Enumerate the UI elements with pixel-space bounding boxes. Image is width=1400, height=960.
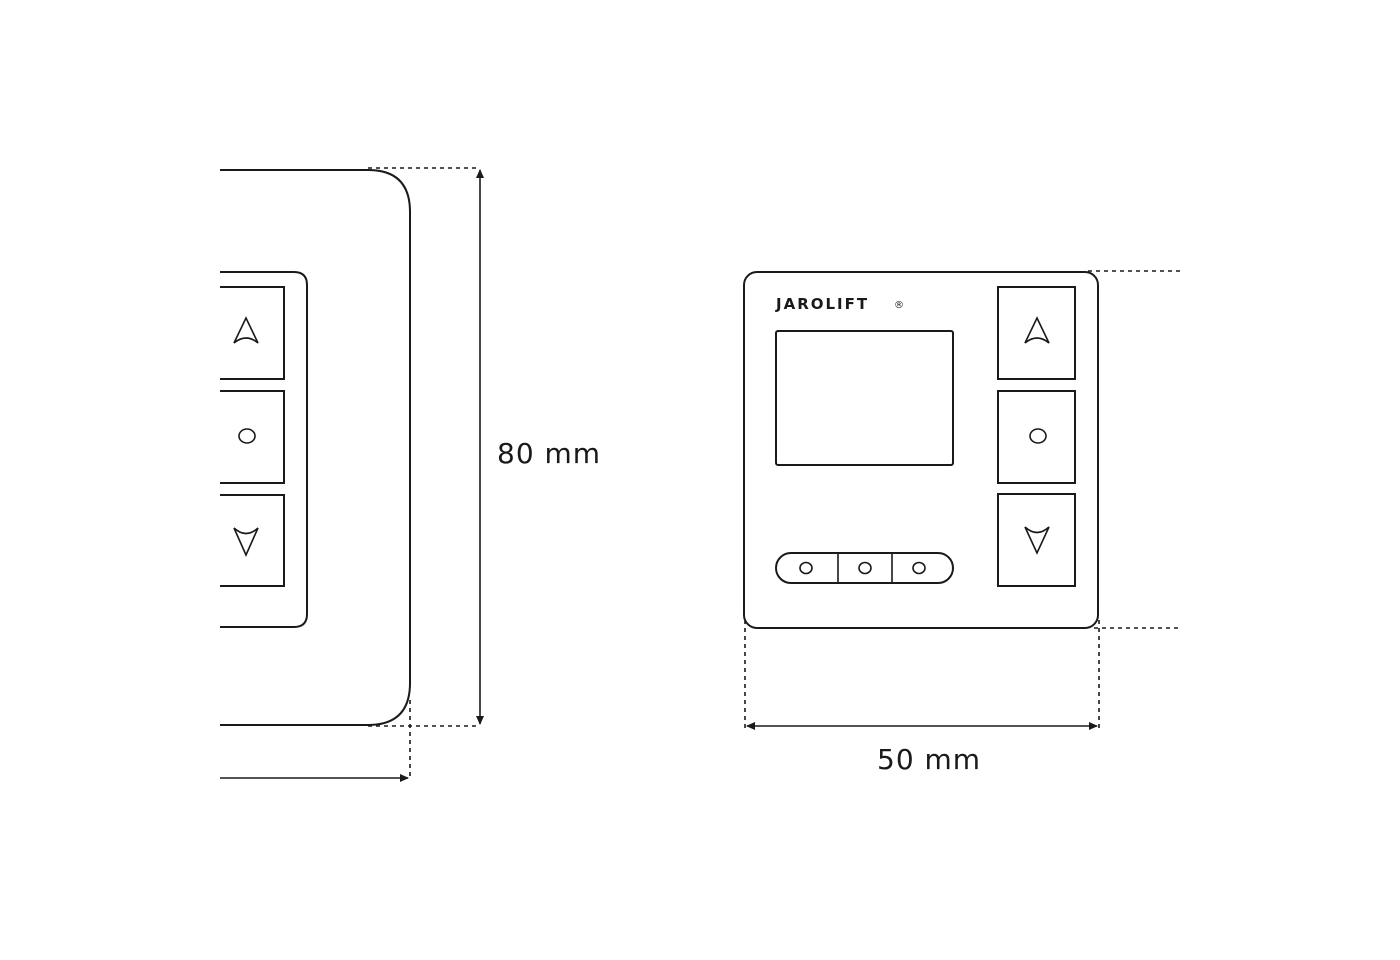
function-button-strip: [775, 552, 954, 584]
left-up-triangle-icon: [233, 316, 259, 344]
width-dimension-label: 50 mm: [877, 743, 981, 776]
right-stop-button: [997, 390, 1076, 484]
right-down-button: [997, 493, 1076, 587]
function-button-2-circle-icon: [858, 561, 872, 575]
right-stop-circle-icon: [1029, 428, 1047, 444]
left-frame-view: 80 mm: [220, 167, 601, 782]
device-body: [743, 271, 1099, 629]
device-plate-outline: [220, 271, 308, 628]
left-up-button: [220, 286, 285, 380]
right-down-triangle-icon: [1024, 526, 1050, 555]
function-button-3-circle-icon: [912, 561, 926, 575]
right-up-button: [997, 286, 1076, 380]
left-stop-button: [220, 390, 285, 484]
display-screen: [775, 330, 954, 466]
function-button-1-circle-icon: [799, 561, 813, 575]
brand-registered-mark: ®: [894, 300, 904, 311]
right-up-triangle-icon: [1024, 316, 1050, 344]
left-stop-circle-icon: [238, 428, 256, 444]
left-down-triangle-icon: [233, 527, 259, 557]
right-device-view: JAROLIFT ® 50 mm: [743, 270, 1180, 776]
height-dimension-label: 80 mm: [497, 437, 601, 470]
outer-frame-outline: [220, 169, 411, 726]
left-down-button: [220, 494, 285, 587]
brand-logo: JAROLIFT: [775, 295, 869, 313]
